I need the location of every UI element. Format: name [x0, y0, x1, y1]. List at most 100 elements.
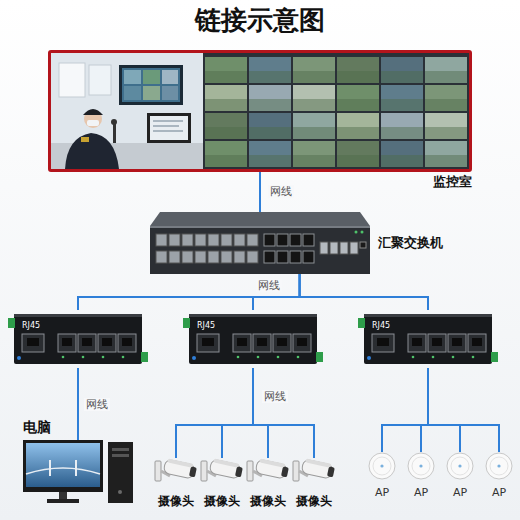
illustration-part: [102, 356, 105, 359]
illustration-part: [195, 251, 206, 263]
illustration-part: [425, 141, 467, 167]
illustration-part: [169, 234, 180, 246]
illustration-part: [246, 458, 290, 490]
illustration-part: [249, 99, 291, 111]
illustration-part: [257, 338, 267, 346]
illustration-part: [419, 464, 422, 467]
illustration-part: [143, 86, 160, 100]
illustration-part: [428, 334, 446, 352]
camera: 摄像头: [154, 458, 198, 490]
illustration-part: [249, 85, 291, 111]
cable-label: 网线: [262, 390, 288, 403]
illustration-part: [452, 338, 462, 346]
illustration-part: [337, 155, 379, 167]
illustration-part: [112, 454, 129, 457]
illustration-part: [293, 85, 335, 111]
illustration-part: [425, 155, 467, 167]
illustration-part: [358, 318, 365, 328]
illustration-part: [293, 99, 335, 111]
illustration-part: [293, 141, 335, 167]
illustration-part: [249, 57, 291, 83]
illustration-part: [209, 458, 243, 479]
illustration-part: [235, 466, 243, 477]
illustration-part: [425, 113, 467, 139]
node-label: 摄像头: [296, 493, 332, 510]
illustration-part: [290, 251, 301, 263]
illustration-part: [297, 356, 300, 359]
illustration-part: [316, 352, 323, 362]
illustration-part: [14, 314, 142, 317]
illustration-part: [408, 453, 434, 479]
illustration-part: [150, 226, 370, 274]
illustration-part: [221, 251, 232, 263]
illustration-part: [425, 85, 467, 111]
illustration-part: [124, 70, 141, 84]
illustration-part: [381, 57, 423, 83]
network-cable: [382, 368, 428, 452]
illustration-part: [360, 242, 366, 248]
access-point: AP: [368, 452, 396, 480]
network-cable: [259, 172, 261, 212]
illustration-part: [202, 338, 214, 346]
illustration-part: [221, 234, 232, 246]
illustration-part: [205, 113, 247, 139]
illustration-part: [8, 310, 148, 368]
illustration-part: [62, 338, 72, 346]
illustration-part: [281, 466, 289, 477]
illustration-part: [234, 251, 245, 263]
illustration-part: [200, 458, 244, 490]
illustration-part: [205, 71, 247, 83]
illustration-part: [372, 334, 394, 352]
illustration-part: [155, 461, 161, 481]
illustration-part: [293, 334, 311, 352]
network-cable: [176, 368, 253, 458]
illustration-part: [205, 141, 247, 167]
access-point: AP: [407, 452, 435, 480]
illustration-part: [425, 127, 467, 139]
illustration-part: [247, 461, 253, 481]
illustration-part: [255, 458, 289, 479]
illustration-part: [249, 71, 291, 83]
network-cable: [77, 368, 79, 440]
illustration-part: [89, 65, 111, 95]
node-label: 摄像头: [204, 493, 240, 510]
network-cable: [421, 368, 428, 452]
aggregation-switch: 汇聚交换机: [150, 212, 370, 274]
illustration-part: [350, 242, 358, 254]
illustration-part: [330, 242, 338, 254]
illustration-part: [205, 127, 247, 139]
poe-switch: RJ45: [8, 310, 148, 368]
illustration-part: [154, 458, 198, 490]
illustration-part: [301, 458, 335, 479]
illustration-part: [82, 338, 92, 346]
illustration-part: [303, 251, 314, 263]
node-label: 电脑: [23, 419, 51, 437]
illustration-part: [373, 457, 391, 475]
illustration-part: [147, 113, 191, 143]
illustration-part: [320, 242, 328, 254]
poe-switch: RJ45: [183, 310, 323, 368]
illustration-part: [118, 490, 122, 494]
illustration-part: [381, 71, 423, 83]
illustration-part: [273, 334, 291, 352]
illustration-part: [49, 460, 51, 476]
illustration-part: [189, 466, 197, 477]
illustration-part: [205, 85, 247, 111]
illustration-part: [485, 452, 513, 480]
network-cable: [428, 368, 499, 452]
illustration-part: [205, 57, 247, 83]
illustration-part: [203, 53, 469, 169]
illustration-part: [247, 251, 258, 263]
illustration-part: [381, 127, 423, 139]
illustration-part: [292, 458, 336, 490]
illustration-part: [249, 141, 291, 167]
node-label: AP: [414, 486, 428, 499]
illustration-part: [208, 234, 219, 246]
illustration-part: [26, 443, 100, 487]
illustration-part: [102, 338, 112, 346]
illustration-part: [51, 53, 469, 169]
illustration-part: [197, 334, 219, 352]
illustration-part: [486, 453, 512, 479]
illustration-part: [122, 338, 132, 346]
illustration-part: [337, 71, 379, 83]
